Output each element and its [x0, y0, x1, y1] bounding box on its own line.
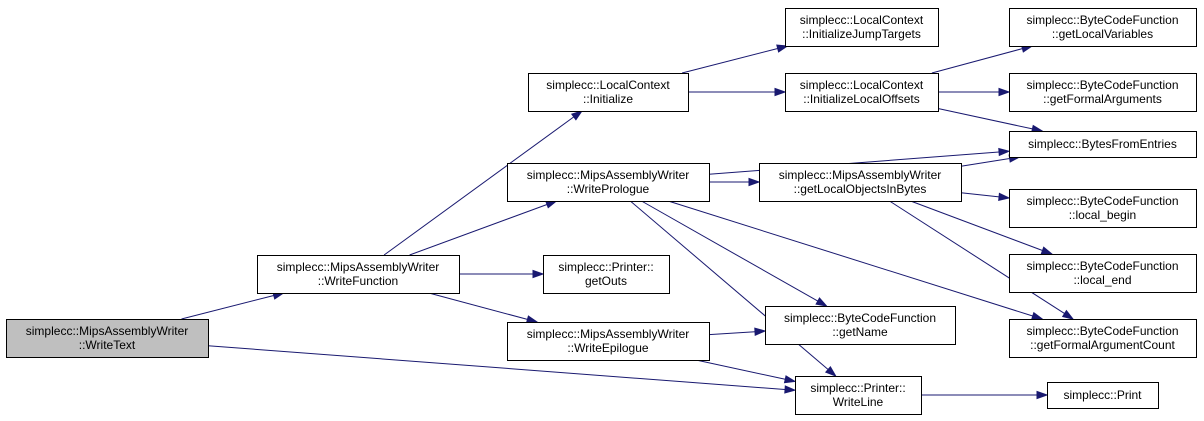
node-getlocalobjs[interactable]: simplecc::MipsAssemblyWriter::getLocalOb… [759, 163, 962, 202]
node-label-line: simplecc::ByteCodeFunction [1026, 324, 1178, 338]
call-edge-getlocalobjs-to-local_begin [960, 192, 1011, 202]
call-edge-getlocalobjs-to-local_end [910, 200, 1054, 255]
node-label-line: simplecc::MipsAssemblyWriter [527, 168, 689, 182]
node-box [1009, 254, 1197, 293]
node-getname[interactable]: simplecc::ByteCodeFunction::getName [765, 306, 956, 345]
call-edge-writefunction-to-writeepilogue [428, 292, 539, 324]
node-label-line: simplecc::MipsAssemblyWriter [779, 168, 941, 182]
node-label-line: simplecc::LocalContext [546, 78, 670, 92]
node-box [257, 255, 460, 294]
node-init_jump[interactable]: simplecc::LocalContext::InitializeJumpTa… [785, 8, 939, 47]
node-box [765, 306, 956, 345]
node-writeepilogue[interactable]: simplecc::MipsAssemblyWriter::WriteEpilo… [507, 322, 710, 361]
node-box [543, 255, 670, 294]
call-edge-init_offsets-to-bytesfromentries [937, 108, 1044, 133]
node-lc_initialize[interactable]: simplecc::LocalContext::Initialize [528, 73, 689, 112]
node-label-line: getOuts [585, 274, 627, 288]
node-box [528, 73, 689, 112]
node-box [1009, 131, 1197, 158]
node-box [785, 73, 939, 112]
node-box [6, 319, 209, 358]
call-edge-writeepilogue-to-getname [708, 327, 767, 336]
node-label-line: simplecc::Printer:: [810, 381, 905, 395]
node-getformalargcount[interactable]: simplecc::ByteCodeFunction::getFormalArg… [1009, 319, 1197, 358]
call-edge-init_offsets-to-getlocalvars [931, 44, 1034, 74]
node-label-line: ::getLocalObjectsInBytes [794, 182, 927, 196]
node-label-line: simplecc::ByteCodeFunction [1026, 259, 1178, 273]
call-edge-writefunction-to-getouts [459, 269, 545, 279]
call-edge-writeprologue-to-getname [641, 200, 828, 307]
node-box [1009, 319, 1197, 358]
call-edge-writeline-to-print [921, 390, 1049, 400]
node-label-line: simplecc::ByteCodeFunction [1026, 194, 1178, 208]
node-box [785, 8, 939, 47]
node-label-line: ::local_begin [1069, 208, 1136, 222]
node-label-line: ::Initialize [583, 92, 633, 106]
call-graph-edges [181, 44, 1075, 400]
node-bytesfromentries[interactable]: simplecc::BytesFromEntries [1009, 131, 1197, 158]
call-edge-writeepilogue-to-writeline [695, 359, 797, 384]
node-label-line: ::InitializeLocalOffsets [803, 92, 920, 106]
node-label-line: ::WriteText [79, 338, 136, 352]
node-label-line: ::getLocalVariables [1052, 27, 1153, 41]
node-label-line: ::getName [832, 325, 888, 339]
node-label-line: simplecc::MipsAssemblyWriter [527, 327, 689, 341]
node-label-line: simplecc::Print [1063, 388, 1142, 402]
node-label-line: simplecc::MipsAssemblyWriter [277, 260, 439, 274]
call-edge-writefunction-to-lc_initialize [383, 110, 584, 256]
call-edge-writefunction-to-writeprologue [409, 200, 558, 256]
node-box [507, 163, 710, 202]
node-label-line: simplecc::Printer:: [558, 260, 653, 274]
node-label-line: ::WritePrologue [567, 182, 650, 196]
node-label-line: ::local_end [1073, 273, 1131, 287]
node-getouts[interactable]: simplecc::Printer::getOuts [543, 255, 670, 294]
node-label-line: simplecc::ByteCodeFunction [1026, 13, 1178, 27]
call-edge-writeprologue-to-getlocalobjs [709, 177, 761, 187]
node-label-line: ::getFormalArgumentCount [1030, 338, 1175, 352]
node-label-line: simplecc::ByteCodeFunction [784, 311, 936, 325]
node-local_end[interactable]: simplecc::ByteCodeFunction::local_end [1009, 254, 1197, 293]
node-label-line: simplecc::BytesFromEntries [1028, 137, 1177, 151]
node-writefunction[interactable]: simplecc::MipsAssemblyWriter::WriteFunct… [257, 255, 460, 294]
node-label-line: simplecc::LocalContext [800, 78, 924, 92]
node-box [1047, 382, 1159, 409]
call-edge-writeprologue-to-getformalargcount [668, 200, 1044, 320]
call-edge-getlocalobjs-to-getformalargcount [889, 200, 1075, 320]
node-init_offsets[interactable]: simplecc::LocalContext::InitializeLocalO… [785, 73, 939, 112]
node-writeprologue[interactable]: simplecc::MipsAssemblyWriter::WriteProlo… [507, 163, 710, 202]
node-box [1009, 8, 1197, 47]
node-box [795, 376, 922, 415]
node-writeline[interactable]: simplecc::Printer::WriteLine [795, 376, 922, 415]
call-edge-init_offsets-to-getformalargs [938, 87, 1011, 97]
node-label-line: ::WriteEpilogue [567, 341, 648, 355]
call-edge-lc_initialize-to-init_offsets [688, 87, 787, 97]
node-box [1009, 73, 1197, 112]
node-print[interactable]: simplecc::Print [1047, 382, 1159, 409]
call-edge-lc_initialize-to-init_jump [681, 44, 789, 74]
node-box [1009, 189, 1197, 228]
node-box [507, 322, 710, 361]
call-edge-writetext-to-writeline [207, 345, 797, 394]
node-local_begin[interactable]: simplecc::ByteCodeFunction::local_begin [1009, 189, 1197, 228]
node-box [759, 163, 962, 202]
node-getlocalvars[interactable]: simplecc::ByteCodeFunction::getLocalVari… [1009, 8, 1197, 47]
node-label-line: simplecc::LocalContext [800, 13, 924, 27]
node-label-line: ::InitializeJumpTargets [802, 27, 921, 41]
node-getformalargs[interactable]: simplecc::ByteCodeFunction::getFormalArg… [1009, 73, 1197, 112]
node-label-line: WriteLine [833, 395, 884, 409]
node-label-line: simplecc::ByteCodeFunction [1026, 78, 1178, 92]
node-label-line: ::WriteFunction [318, 274, 398, 288]
call-graph-nodes: simplecc::MipsAssemblyWriter::WriteTexts… [6, 8, 1197, 415]
node-label-line: simplecc::MipsAssemblyWriter [26, 324, 188, 338]
call-edge-writetext-to-writefunction [181, 291, 285, 320]
node-writetext[interactable]: simplecc::MipsAssemblyWriter::WriteText [6, 319, 209, 358]
node-label-line: ::getFormalArguments [1043, 92, 1162, 106]
